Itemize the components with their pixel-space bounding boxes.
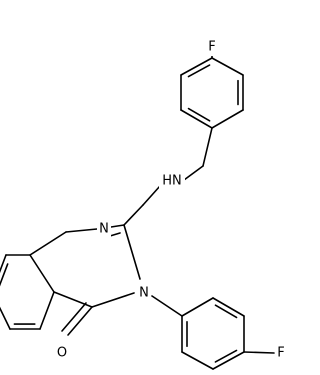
label-mask-n1	[97, 220, 111, 238]
label-mask-f-bottom	[275, 344, 287, 362]
bond-c4-o	[67, 306, 93, 336]
label-mask-hn	[159, 172, 185, 190]
bond-ch2-nh	[183, 165, 204, 181]
molecule-structure: F HN N N O F	[0, 38, 287, 370]
bond-top-ring-inner	[187, 107, 211, 122]
bond-bottom-ring	[181, 351, 214, 370]
bond-benzo-inner	[0, 263, 9, 287]
bond-bottom-ring	[212, 351, 245, 370]
bond-top-ring	[211, 57, 244, 76]
label-mask-o	[55, 344, 69, 362]
bond-bottom-ring	[212, 297, 245, 317]
bond-top-ring	[211, 109, 244, 129]
bond-n3-c4	[91, 292, 135, 308]
bond-c4-c4a	[53, 291, 93, 308]
bond-n1-c2-double	[109, 232, 121, 237]
bond-n3-aryl	[151, 295, 183, 317]
bond-group	[0, 49, 275, 370]
label-mask-n3	[137, 284, 151, 302]
bond-bottom-ring-inner	[214, 349, 238, 363]
bond-benzo	[0, 254, 7, 274]
bond-ch2-c2	[123, 204, 144, 226]
nitrogen-1-label: N	[99, 222, 109, 237]
fluorine-top-label: F	[208, 40, 215, 55]
bond-c4-o-double	[61, 302, 87, 332]
bond-bottom-ring	[181, 297, 214, 317]
label-mask-f-top	[205, 38, 219, 56]
bond-c-n1	[65, 228, 98, 233]
bond-c8a-c	[29, 231, 67, 256]
nitrogen-3-label: N	[139, 286, 149, 301]
bond-n1-c2	[110, 224, 125, 228]
bond-nh-ch2	[142, 185, 161, 206]
oxygen-label: O	[57, 346, 67, 361]
amine-label: HN	[162, 174, 182, 189]
bond-ring-ch2	[202, 127, 213, 167]
fluorine-bottom-label: F	[277, 346, 284, 361]
bond-benzo	[0, 306, 11, 330]
bond-top-ring	[180, 109, 213, 129]
bond-top-ring-inner	[187, 64, 211, 78]
structure-canvas: F HN N N O F	[0, 38, 287, 370]
bond-cf-bottom	[243, 351, 275, 354]
bond-c4a-c8a	[29, 254, 55, 293]
bond-c2-n3	[123, 224, 141, 280]
bond-top-ring	[180, 57, 213, 76]
bond-bottom-ring-inner	[214, 304, 238, 319]
bond-benzo	[39, 291, 55, 330]
